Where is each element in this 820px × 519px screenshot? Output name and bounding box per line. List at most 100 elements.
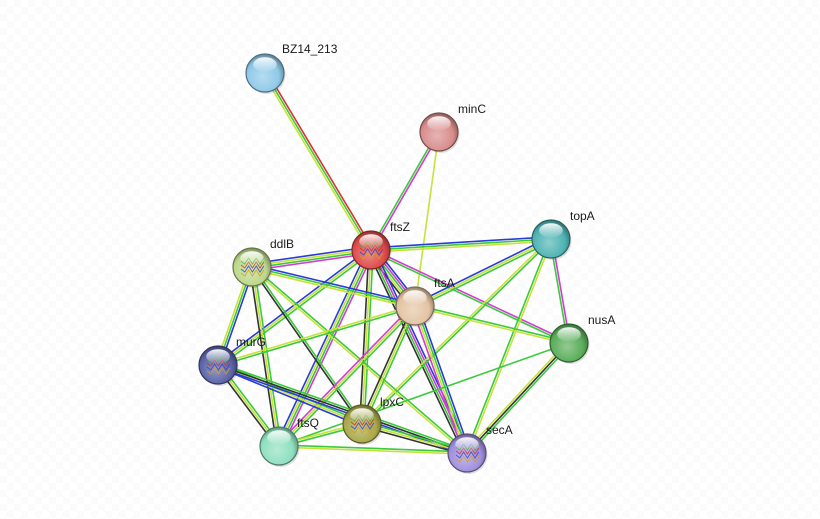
edge-evidence-green — [253, 265, 282, 447]
node-minC[interactable]: minC — [419, 102, 486, 153]
edge-evidence-green — [278, 444, 468, 453]
node-highlight — [403, 290, 427, 305]
nodes-layer: BZ14_213 minC ftsZ topA ddlB ftsA nusA murG lpxC… — [198, 42, 615, 474]
edge-evidence-yellow — [216, 304, 416, 365]
edge-evidence-yellow — [360, 237, 552, 425]
node-highlight — [350, 408, 374, 423]
edge-evidence-yellow — [251, 248, 372, 267]
edge-ddlB-ftsA[interactable] — [250, 264, 417, 309]
edge-ftsQ-secA[interactable] — [278, 444, 468, 455]
node-ftsA[interactable]: ftsA — [395, 276, 455, 327]
edge-evidence-blue — [215, 247, 371, 365]
node-ftsQ[interactable]: ftsQ — [259, 416, 319, 467]
edge-evidence-yellow — [414, 238, 552, 307]
node-highlight — [427, 116, 451, 131]
node-label-ftsA: ftsA — [434, 276, 455, 290]
edge-evidence-green — [467, 343, 572, 456]
edge-topA-ftsA[interactable] — [413, 236, 553, 309]
edge-nusA-ftsQ[interactable] — [278, 342, 570, 447]
node-nusA[interactable]: nusA — [549, 313, 615, 364]
edge-evidence-black — [367, 250, 465, 456]
edge-BZ14_213-ftsZ[interactable] — [262, 71, 374, 252]
edge-evidence-black — [359, 304, 414, 424]
edge-ftsA-ftsQ[interactable] — [276, 303, 418, 449]
edge-evidence-green — [370, 238, 552, 251]
edge-evidence-yellow — [413, 305, 467, 455]
edge-evidence-green — [363, 249, 374, 425]
edge-evidence-yellow — [217, 249, 372, 366]
edge-evidence-magenta — [411, 306, 465, 455]
edge-minC-ftsA[interactable] — [414, 131, 440, 307]
edge-ftsZ-topA[interactable] — [370, 236, 552, 253]
edge-evidence-black — [217, 364, 468, 454]
node-label-topA: topA — [570, 209, 595, 223]
edge-evidence-blue — [275, 247, 369, 446]
edge-evidence-blue — [417, 304, 471, 453]
edge-evidence-yellow — [370, 240, 552, 253]
edge-ftsZ-ftsQ[interactable] — [275, 247, 375, 449]
edge-ftsZ-lpxC[interactable] — [359, 249, 374, 425]
edge-evidence-black — [466, 342, 570, 454]
edge-evidence-green — [415, 304, 469, 454]
node-secA[interactable]: secA — [447, 423, 513, 474]
edge-minC-ftsZ[interactable] — [369, 130, 441, 252]
edge-ftsA-murG[interactable] — [216, 304, 417, 367]
node-topA[interactable]: topA — [531, 209, 595, 260]
edge-evidence-green — [264, 72, 372, 251]
node-label-ftsZ: ftsZ — [390, 220, 410, 234]
edge-evidence-black — [249, 266, 278, 448]
edge-evidence-green — [251, 266, 416, 307]
edge-evidence-yellow — [278, 446, 468, 455]
edge-evidence-yellow — [413, 306, 570, 345]
edge-evidence-green — [361, 238, 553, 426]
edge-evidence-green — [217, 362, 469, 452]
edge-evidence-green — [279, 249, 373, 448]
edge-ftsZ-ddlB[interactable] — [250, 245, 373, 272]
edge-evidence-yellow — [414, 131, 440, 307]
edge-evidence-yellow — [361, 305, 416, 425]
edge-evidence-yellow — [251, 266, 280, 447]
edge-evidence-yellow — [250, 268, 416, 309]
edge-evidence-yellow — [278, 305, 416, 447]
node-label-lpxC: lpxC — [380, 395, 404, 409]
edge-evidence-blue — [370, 236, 552, 249]
edge-murG-secA[interactable] — [216, 362, 469, 456]
node-lpxC[interactable]: lpxC — [342, 395, 404, 445]
edge-ftsZ-nusA[interactable] — [369, 248, 571, 345]
node-highlight — [539, 223, 563, 238]
edge-evidence-blue — [216, 366, 362, 427]
edge-evidence-blue — [251, 264, 417, 305]
edge-ddlB-ftsQ[interactable] — [249, 265, 282, 448]
edge-ddlB-lpxC[interactable] — [250, 265, 364, 426]
edge-evidence-blue — [250, 245, 372, 265]
edge-evidence-green — [279, 306, 418, 449]
node-highlight — [359, 234, 383, 249]
node-murG[interactable]: murG — [198, 335, 266, 386]
node-highlight — [267, 430, 291, 445]
edge-evidence-magenta — [251, 252, 373, 272]
edge-evidence-black — [250, 266, 362, 426]
node-label-secA: secA — [486, 423, 513, 437]
edge-ftsA-lpxC[interactable] — [359, 304, 418, 426]
edge-evidence-magenta — [370, 248, 571, 343]
edge-nusA-secA[interactable] — [464, 340, 572, 456]
node-label-ddlB: ddlB — [270, 237, 294, 251]
edge-evidence-green — [218, 250, 374, 368]
edge-topA-lpxC[interactable] — [360, 237, 553, 426]
edge-ftsA-secA[interactable] — [411, 304, 471, 455]
node-highlight — [253, 57, 277, 72]
edge-topA-secA[interactable] — [465, 237, 553, 455]
edge-evidence-magenta — [371, 131, 441, 252]
node-BZ14_213[interactable]: BZ14_213 — [245, 42, 338, 94]
node-highlight — [455, 437, 479, 452]
edge-evidence-yellow — [262, 73, 370, 252]
node-highlight — [557, 327, 581, 342]
node-ftsZ[interactable]: ftsZ — [351, 220, 410, 271]
edge-evidence-yellow — [361, 249, 372, 425]
edge-ftsA-nusA[interactable] — [413, 304, 571, 345]
edge-evidence-green — [363, 306, 418, 426]
node-ddlB[interactable]: ddlB — [232, 237, 294, 288]
edge-evidence-magenta — [281, 250, 375, 449]
edge-ftsZ-murG[interactable] — [215, 247, 374, 368]
edge-evidence-yellow — [217, 364, 363, 425]
